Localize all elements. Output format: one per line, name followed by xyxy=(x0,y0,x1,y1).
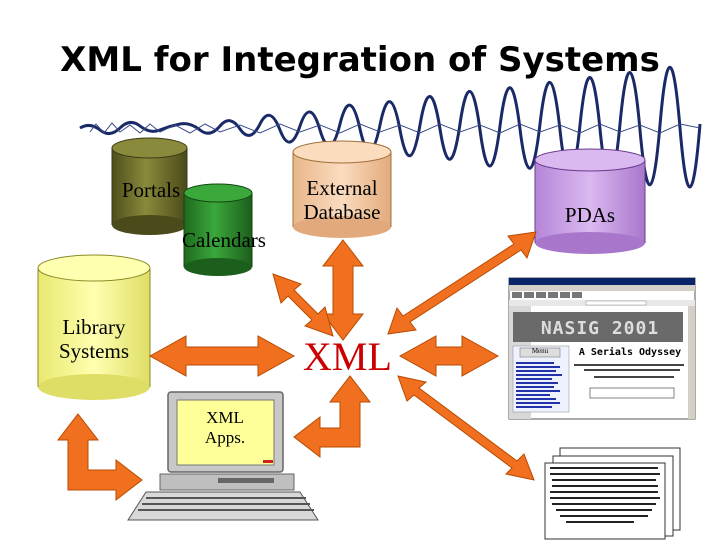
library-systems-line2: Systems xyxy=(58,339,129,363)
arrow-external-db-xml xyxy=(321,239,365,341)
library-systems-label: Library Systems xyxy=(38,315,150,363)
xml-apps-label: XML Apps. xyxy=(180,408,270,448)
decorative-divider xyxy=(79,65,702,189)
library-systems-cylinder xyxy=(37,254,151,400)
web-page-screenshot xyxy=(508,277,696,420)
computer-illustration xyxy=(127,391,319,521)
arrow-library-computer xyxy=(56,413,143,502)
library-systems-line1: Library xyxy=(62,315,126,339)
calendars-label: Calendars xyxy=(182,228,266,252)
arrow-calendars-xml xyxy=(272,273,334,337)
screenshot-banner: NASIG 2001 xyxy=(540,318,660,339)
xml-center-label: XML xyxy=(303,334,392,379)
arrow-xml-web xyxy=(398,335,500,377)
screenshot-menu-label: Menu xyxy=(531,347,549,355)
pdas-cylinder xyxy=(534,148,646,254)
external-database-label: External Database xyxy=(290,176,394,224)
slide-title: XML for Integration of Systems xyxy=(60,40,660,80)
xml-apps-line2: Apps. xyxy=(204,428,246,447)
external-database-cylinder xyxy=(292,140,392,238)
external-database-line1: External xyxy=(306,176,378,200)
screenshot-subtitle: A Serials Odyssey xyxy=(578,347,682,358)
pdas-label: PDAs xyxy=(564,203,616,227)
arrow-library-xml xyxy=(148,335,296,377)
xml-apps-line1: XML xyxy=(206,408,244,427)
external-database-line2: Database xyxy=(303,200,381,224)
document-pages xyxy=(544,447,681,540)
arrow-apps-xml xyxy=(293,375,372,459)
calendars-cylinder xyxy=(183,183,253,276)
arrow-pdas-xml xyxy=(387,231,537,335)
portals-label: Portals xyxy=(121,178,181,202)
decorative-divider-texture xyxy=(89,122,701,134)
arrow-xml-document xyxy=(397,375,535,481)
portals-cylinder xyxy=(111,137,188,235)
